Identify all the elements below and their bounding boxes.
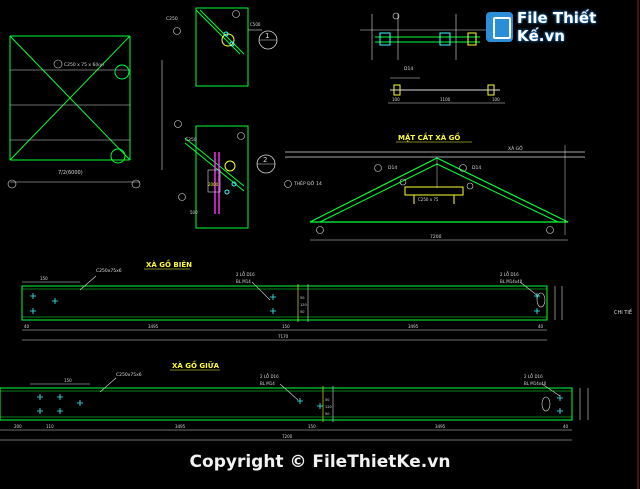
beam1-dim-b5: 40 (538, 324, 544, 329)
beam2-tag-left: C250x75x6 (116, 372, 142, 378)
beam1-dim-top-left: 150 (40, 276, 48, 281)
beam2-dim-side-1: 50 (325, 398, 329, 402)
detail2-number: 2 (263, 156, 267, 164)
beam2-dim-b2: 110 (46, 424, 54, 429)
beam1-dim-b3: 150 (282, 324, 290, 329)
beam2-dim-b1: 200 (14, 424, 22, 429)
detail1-number: 1 (265, 32, 269, 40)
beam2-dim-top-left: 150 (64, 378, 72, 383)
watermark-logo: File Thiết Kế.vn (486, 8, 636, 46)
truss-title: MẶT CẮT XÀ GỒ (398, 132, 460, 142)
detail2-dim-b: 500 (190, 210, 198, 215)
beam1 (21, 275, 563, 341)
beam1-dim-b2: 3495 (148, 324, 159, 329)
beam1-dim-b4: 3495 (408, 324, 419, 329)
frame-tag-text: C250 x 75 x 6(ky) (64, 62, 104, 68)
beam2-tag-mid-1: 2 LỖ D16 (260, 374, 279, 379)
rod-dim-3: 100 (492, 97, 500, 102)
beam1-side-note: CHI TIẾ (614, 308, 633, 316)
detail2-dim-a: 2000 (208, 182, 219, 187)
beam1-dim-side-3: 50 (300, 310, 304, 314)
truss-section (284, 145, 585, 241)
beam2-bolts (37, 394, 563, 414)
beam2-dim-b3: 3495 (175, 424, 186, 429)
beam2-dim-b5: 3495 (435, 424, 446, 429)
detail1-dim: C500 (250, 22, 261, 27)
beam1-tag-right-2: BL M14x40 (500, 279, 523, 284)
truss-tag-top: XÀ GỒ (508, 143, 523, 152)
beam2-dim-b6: 40 (563, 424, 569, 429)
beam2-title: XÀ GỒ GIỮA (172, 360, 220, 370)
beam2-dim-side-3: 50 (325, 412, 329, 416)
beam1-title: XÀ GỒ BIÊN (146, 259, 192, 269)
copyright-watermark: Copyright © FileThietKe.vn (189, 452, 451, 472)
beam2-tag-right-1: 2 LỖ D16 (524, 374, 543, 379)
detail-1 (173, 7, 278, 87)
truss-label-center: C250 x 75 (418, 197, 439, 202)
detail1-tag: C250 (166, 16, 178, 22)
rod-dim-2: 1100 (440, 97, 451, 102)
beam1-tag-left: C250x75x6 (96, 268, 122, 274)
beam2-dim-b4: 150 (308, 424, 316, 429)
truss-label-right: D14 (472, 165, 481, 171)
beam1-dim-side-1: 50 (300, 296, 304, 300)
beam2-dim-total: 7200 (282, 434, 293, 439)
detail-2 (174, 120, 276, 229)
beam1-tag-mid-2: BL M14 (236, 279, 251, 284)
file-icon (486, 12, 513, 42)
beam1-dim-side-2: 120 (300, 303, 307, 307)
braced-frame (7, 35, 163, 189)
truss-bottom-dim: 7200 (430, 234, 442, 240)
beam2-tag-mid-2: BL M14 (260, 381, 275, 386)
frame-dim-text: 7/2(6000) (58, 170, 83, 176)
beam1-tag-right-1: 2 LỖ D16 (500, 272, 519, 277)
rod-tag-1: D14 (404, 66, 413, 72)
rod-dim-1: 100 (392, 97, 400, 102)
detail2-tag: C250 (185, 137, 197, 143)
beam1-bolts (30, 293, 540, 314)
beam2-tag-right-2: BL M14x40 (524, 381, 547, 386)
truss-label-left: D14 (388, 165, 397, 171)
truss-label-far-left: THÉP ĐỠ 14 (293, 179, 322, 187)
tie-rod-detail (360, 12, 505, 104)
beam1-dim-b1: 40 (24, 324, 30, 329)
beam2 (0, 377, 589, 441)
beam1-dim-total: 7170 (278, 334, 289, 339)
watermark-logo-text: File Thiết Kế.vn (516, 9, 597, 45)
beam2-dim-side-2: 120 (325, 405, 332, 409)
beam1-tag-mid-1: 2 LỖ D16 (236, 272, 255, 277)
